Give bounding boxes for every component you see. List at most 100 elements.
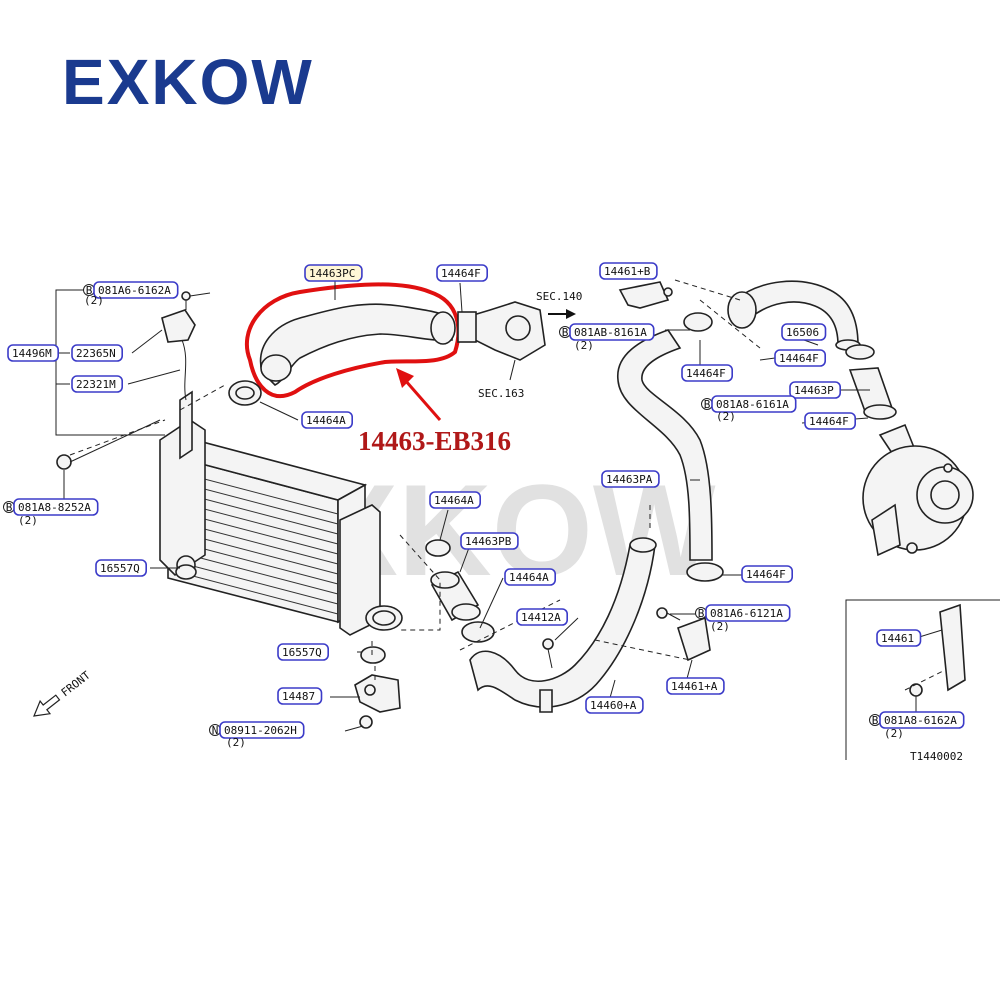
label-box — [219, 721, 305, 739]
label-box — [516, 608, 569, 626]
prefix-letter: B — [698, 607, 705, 620]
section-ref-140: SEC.140 — [536, 290, 582, 303]
part-number: 14487 — [282, 690, 315, 703]
label-box — [666, 677, 725, 695]
label-box — [71, 375, 124, 393]
part-label: 14464F — [804, 412, 857, 430]
bracket-14461B — [618, 281, 673, 309]
front-arrow: FRONT — [33, 668, 93, 717]
part-number: 22365N — [76, 347, 116, 360]
label-box — [7, 344, 60, 362]
part-label: 14461+B — [599, 262, 658, 280]
prefix-letter: B — [86, 284, 93, 297]
part-number: (2) — [574, 339, 594, 352]
hose-14463PC — [244, 282, 461, 399]
part-number: 14412A — [521, 611, 561, 624]
dashed-guides — [69, 279, 946, 691]
clamp-14464A-upper — [228, 380, 262, 406]
part-number: 081A8-6162A — [884, 714, 957, 727]
bracket-14487 — [354, 674, 401, 729]
label-box — [504, 568, 557, 586]
part-label: 14463PB — [460, 532, 519, 550]
front-label: FRONT — [59, 668, 93, 699]
prefix-letter: B — [872, 714, 879, 727]
part-label: B 081A8-6162A — [869, 711, 965, 729]
part-label: (2) — [574, 339, 594, 352]
label-box — [876, 629, 922, 647]
intercooler-fin — [169, 559, 339, 605]
part-number: 14464A — [306, 414, 346, 427]
part-number: 14463PA — [606, 473, 653, 486]
label-box — [681, 364, 734, 382]
bolt-14412A — [542, 638, 554, 669]
label-box — [301, 411, 354, 429]
part-number: (2) — [226, 736, 246, 749]
air-duct-16506 — [727, 280, 897, 420]
clamp-14464F-a — [683, 312, 713, 332]
part-number: 22321M — [76, 378, 116, 391]
label-box — [436, 264, 489, 282]
label-box — [789, 381, 842, 399]
intercooler-fin — [169, 569, 339, 615]
part-label: 14460+A — [585, 696, 644, 714]
prefix-letter: B — [704, 398, 711, 411]
part-label: (2) — [18, 514, 38, 527]
label-box — [804, 412, 857, 430]
label-box — [781, 323, 827, 341]
part-label: 14461+A — [666, 677, 725, 695]
part-label: (2) — [226, 736, 246, 749]
label-box — [879, 711, 965, 729]
label-box — [774, 349, 827, 367]
intercooler — [159, 390, 403, 636]
part-number: (2) — [710, 620, 730, 633]
label-box — [585, 696, 644, 714]
part-label: B 081AB-8161A — [559, 323, 655, 341]
leader-lines — [55, 275, 943, 732]
pipe-14460A — [469, 537, 657, 713]
part-label: 14463P — [789, 381, 842, 399]
prefix-letter: B — [562, 326, 569, 339]
part-label: 14464A — [301, 411, 354, 429]
part-label: 16506 — [781, 323, 827, 341]
part-number: 081A6-6162A — [98, 284, 171, 297]
part-number: 14464F — [809, 415, 849, 428]
label-box — [599, 262, 658, 280]
part-number: 081AB-8161A — [574, 326, 647, 339]
label-box — [13, 498, 99, 516]
part-number: 14461 — [881, 632, 914, 645]
part-number: 14464F — [779, 352, 819, 365]
bolt-left — [56, 419, 161, 470]
part-number: 14463PC — [309, 267, 355, 280]
label-box — [460, 532, 519, 550]
part-number: 14460+A — [590, 699, 637, 712]
turbocharger — [862, 423, 974, 557]
label-box — [93, 281, 179, 299]
part-label: (2) — [716, 410, 736, 423]
part-label: 14464F — [774, 349, 827, 367]
part-label: 14463PC — [304, 264, 363, 282]
part-label: 14464F — [436, 264, 489, 282]
part-number: 14461+B — [604, 265, 651, 278]
part-number: 14461+A — [671, 680, 718, 693]
label-box — [277, 687, 323, 705]
bracket-14461A — [656, 607, 711, 662]
part-label: (2) — [710, 620, 730, 633]
clamp-14464F-b — [686, 562, 724, 582]
part-label: 14464F — [681, 364, 734, 382]
part-number: (2) — [84, 294, 104, 307]
part-number: 14464A — [509, 571, 549, 584]
part-number: 16557Q — [100, 562, 140, 575]
part-label: B 081A6-6162A — [83, 281, 179, 299]
part-label: 22365N — [71, 344, 124, 362]
part-label: 22321M — [71, 375, 124, 393]
part-number: 16506 — [786, 326, 819, 339]
part-label: (2) — [84, 294, 104, 307]
label-box — [711, 395, 797, 413]
part-label: 14464F — [741, 565, 794, 583]
